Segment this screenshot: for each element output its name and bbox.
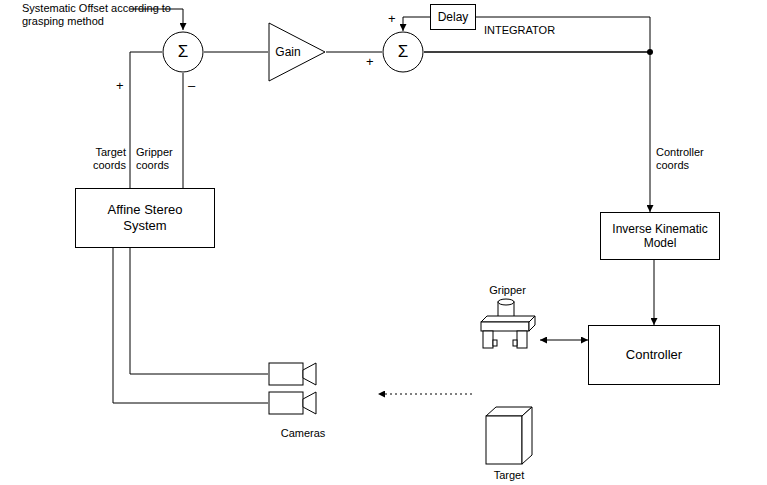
controller-box: Controller [588, 325, 720, 385]
node-text: Gripper [475, 284, 540, 297]
node-text: Σ [178, 42, 189, 62]
text-group: Σ [398, 42, 409, 62]
node-text: Σ [398, 42, 409, 62]
target-figure-part [486, 416, 522, 464]
node-text: Target [478, 469, 540, 482]
signal-line [183, 73, 184, 188]
signal-line [113, 248, 268, 403]
signal-line [403, 17, 430, 31]
signal-label: Target coords [62, 146, 126, 172]
sign-mark: + [388, 11, 396, 27]
signal-line [204, 52, 268, 53]
text-group: Gripper [475, 284, 540, 297]
summing-junction: Σ [382, 31, 424, 73]
gripper-figure-part [498, 299, 514, 305]
kinematic-model-box: Inverse Kinematic Model [600, 212, 720, 260]
gripper-figure: Gripper [475, 284, 540, 364]
signal-label: Controller coords [656, 146, 728, 172]
camera-figure-part [269, 392, 303, 414]
camera-figure: Cameras [268, 362, 338, 440]
gripper-figure-part [483, 331, 493, 348]
node-text: Cameras [268, 427, 338, 440]
signal-line [424, 52, 650, 212]
gain-amplifier: Gain [268, 22, 326, 82]
gripper-figure-part [481, 316, 535, 322]
signal-line [540, 340, 588, 341]
node-text: Delay [438, 10, 469, 24]
text-group: Delay [438, 10, 469, 24]
gripper-figure-part [517, 331, 527, 348]
camera-figure-part [269, 363, 303, 385]
target-figure-part [522, 407, 532, 464]
text-group: Inverse Kinematic Model [608, 222, 712, 251]
sign-mark: + [116, 78, 124, 94]
delay-box: Delay [430, 4, 476, 30]
signal-line [654, 260, 655, 325]
signal-label: Gripper coords [136, 146, 180, 172]
summing-junction: Σ [162, 31, 204, 73]
stereo-system-box: Affine Stereo System [75, 188, 215, 248]
target-figure: Target [478, 402, 540, 482]
gripper-figure-part [481, 322, 529, 331]
text-group: Gain [275, 45, 300, 59]
camera-figure-part [303, 363, 316, 385]
gripper-figure-part [493, 340, 497, 346]
signal-line [130, 248, 268, 374]
gripper-figure-part [529, 316, 535, 331]
node-text: Inverse Kinematic Model [608, 222, 712, 251]
offset-note: Systematic Offset according to grasping … [22, 2, 177, 28]
sign-mark: + [366, 54, 374, 70]
gain-amplifier-part [269, 23, 325, 81]
node-text: Gain [275, 45, 300, 59]
camera-figure-part [303, 392, 316, 414]
sign-mark: – [188, 78, 195, 94]
gripper-figure-part [513, 340, 517, 346]
block-label: INTEGRATOR [484, 24, 555, 37]
text-group: Σ [178, 42, 189, 62]
view-arrow [378, 394, 472, 395]
node-text: Controller [626, 347, 682, 363]
text-group: Controller [626, 347, 682, 363]
text-group: Target [478, 469, 540, 482]
node-text: Affine Stereo System [99, 202, 191, 233]
text-group: Cameras [268, 427, 338, 440]
summing-junction-part [383, 32, 423, 72]
summing-junction-part [163, 32, 203, 72]
signal-line [326, 52, 382, 53]
text-group: Affine Stereo System [99, 202, 191, 233]
